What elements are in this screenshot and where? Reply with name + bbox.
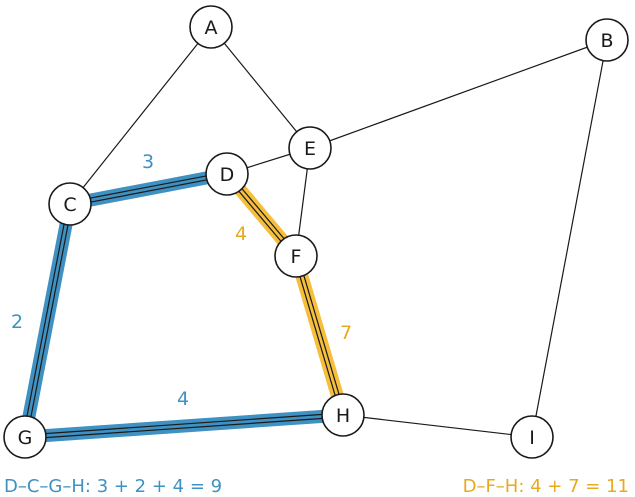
path-dfh-caption: D–F–H: 4 + 7 = 11 — [462, 476, 629, 497]
node-circle — [48, 182, 92, 226]
node-h: H — [321, 393, 365, 437]
highlight-C-D — [68, 167, 229, 211]
node-label: A — [205, 17, 218, 39]
edge-F-H-a — [293, 256, 342, 416]
edge-F-H-b — [297, 255, 346, 415]
node-label: F — [291, 246, 302, 268]
node-circle — [3, 415, 47, 459]
node-circle — [321, 393, 365, 437]
node-label: B — [600, 30, 613, 52]
edge-A-C — [69, 26, 212, 205]
edge-weights: 3 2 4 4 7 — [11, 151, 352, 410]
edge-C-D-b — [69, 171, 227, 203]
node-e: E — [288, 126, 332, 170]
weight-G-H: 4 — [177, 388, 189, 410]
node-label: E — [304, 138, 316, 160]
edge-A-E — [210, 26, 311, 149]
node-label: H — [336, 405, 350, 427]
node-circle — [510, 415, 554, 459]
edge-H-I — [342, 414, 533, 438]
weight-C-G: 2 — [11, 311, 23, 333]
node-circle — [189, 5, 233, 49]
weight-F-H: 7 — [340, 322, 352, 344]
node-f: F — [274, 234, 318, 278]
path-dcgh-caption: D–C–G–H: 3 + 2 + 4 = 9 — [4, 476, 223, 497]
node-a: A — [189, 5, 233, 49]
node-circle — [274, 234, 318, 278]
node-circle — [288, 126, 332, 170]
highlight-F-H — [289, 254, 350, 417]
node-label: I — [529, 427, 535, 449]
node-circle — [205, 152, 249, 196]
edge-C-D-a — [70, 175, 228, 207]
node-d: D — [205, 152, 249, 196]
graph-edges — [22, 26, 608, 440]
weight-C-D: 3 — [142, 151, 154, 173]
edge-G-H-a — [25, 416, 344, 440]
edge-C-G-b — [26, 204, 73, 438]
node-b: B — [585, 18, 629, 62]
highlight-C-G — [18, 202, 77, 439]
node-label: G — [18, 427, 33, 449]
edge-B-E — [309, 39, 608, 149]
node-c: C — [48, 182, 92, 226]
node-label: C — [63, 194, 76, 216]
highlight-G-H — [24, 408, 344, 444]
node-circle — [585, 18, 629, 62]
node-label: D — [220, 164, 235, 186]
edge-B-I — [531, 39, 608, 438]
graph-nodes: A B C D E F G H I — [3, 5, 629, 459]
node-i: I — [510, 415, 554, 459]
node-g: G — [3, 415, 47, 459]
edge-G-H-b — [24, 412, 343, 436]
weight-D-F: 4 — [235, 223, 247, 245]
edge-C-G-a — [22, 203, 69, 437]
